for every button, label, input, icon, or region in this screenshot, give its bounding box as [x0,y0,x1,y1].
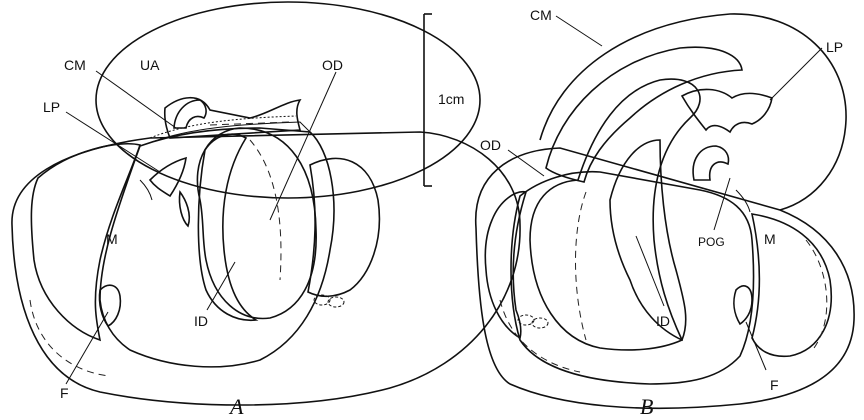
chamber-cavity-b [511,172,754,384]
label-id-a: ID [194,313,208,329]
chamber-cavity-outline [100,128,334,367]
inner-dashed-outline [30,300,110,376]
leader-id-b [636,236,664,306]
inner-lobe-id-b [610,140,686,340]
leader-lp-a [66,112,160,172]
label-m-a: M [106,231,118,247]
cm-arched-band [546,47,742,182]
label-id-b: ID [656,313,670,329]
bottom-dashed-b [500,300,580,372]
upper-atrium-outline [96,2,480,198]
label-lp-b: LP [826,39,843,55]
label-cm-b: CM [530,7,552,23]
scale-bar: 1cm [424,14,464,186]
outer-fold-midrib [250,140,281,280]
right-hatched-muscle [308,158,379,296]
label-lp-a: LP [43,99,60,115]
od-id-mass-b [530,79,700,350]
scale-bar-label: 1cm [438,91,464,107]
leader-f-a [66,312,108,384]
left-dotted-muscle [31,144,140,340]
leader-cm-a [96,71,176,128]
label-ua-a: UA [140,57,160,73]
label-cm-a: CM [64,57,86,73]
label-m-b: M [764,231,776,247]
label-od-b: OD [480,137,501,153]
f-foot [99,285,120,326]
panel-letter-b: B [640,394,653,419]
small-oval-2 [328,297,344,307]
label-f-a: F [60,385,69,401]
leader-lp-b [770,48,822,100]
small-oval-b1 [518,315,534,325]
label-f-b: F [770,377,779,393]
lp-stalk [179,192,189,226]
outer-body-outline [12,132,520,405]
panel-letter-a: A [228,394,244,419]
panel-b: CM LP OD M POG ID F B [476,7,854,419]
label-od-a: OD [322,57,343,73]
panel-a: CM UA LP OD M ID F A [12,2,520,419]
leader-f-b [746,322,766,370]
f-foot-b [734,286,752,324]
pog-hook-b [693,146,728,180]
top-flap [165,98,300,138]
inner-fold-midline-b [576,192,587,340]
connecting-band [152,122,310,142]
label-pog-b: POG [698,235,725,249]
m-notch [140,180,152,200]
leader-pog-b [714,178,730,230]
inner-fold-id [198,134,256,320]
leader-cm-b [556,16,602,46]
